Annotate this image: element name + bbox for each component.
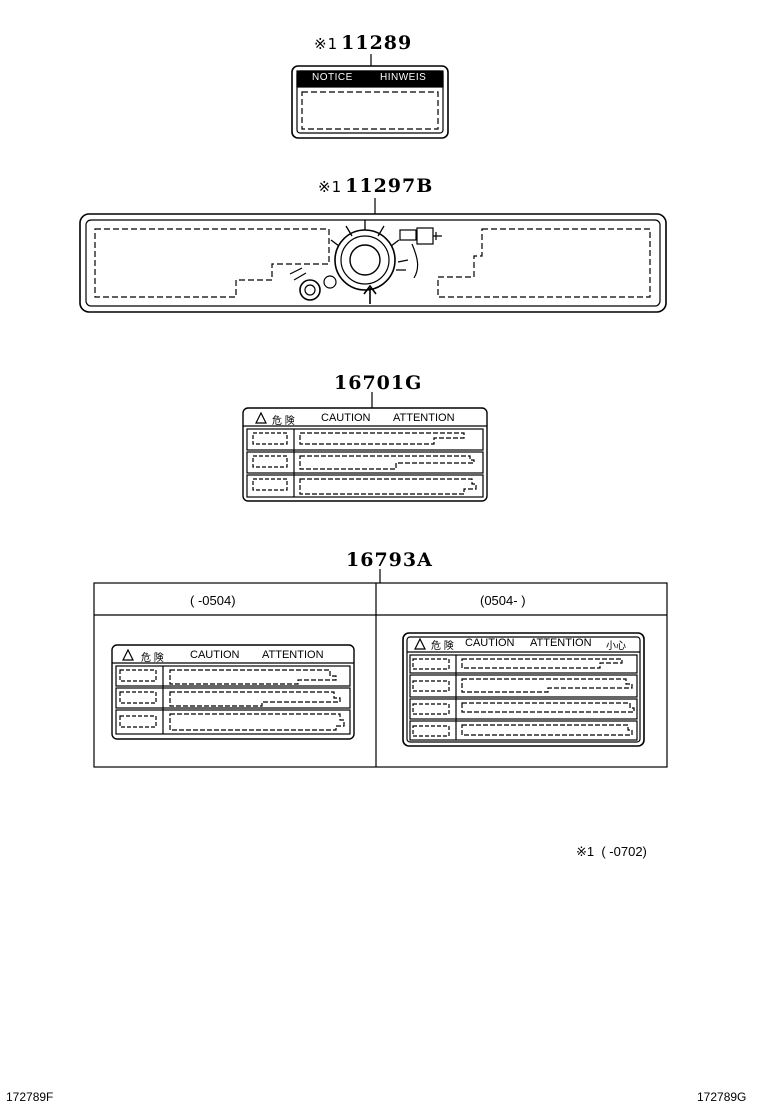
table-16793a bbox=[93, 569, 668, 768]
note-mark: ※1 bbox=[314, 35, 339, 53]
notice-label-left: NOTICE bbox=[312, 72, 353, 83]
attention-text: ATTENTION bbox=[530, 637, 592, 649]
part-number-text: 11289 bbox=[341, 32, 413, 54]
part-number-text: 11297B bbox=[345, 175, 434, 197]
attention-text: ATTENTION bbox=[393, 412, 455, 424]
column-header-right: (0504- ) bbox=[480, 593, 526, 608]
part-number-16701g: 16701G bbox=[334, 372, 422, 394]
notice-label-11289 bbox=[291, 54, 449, 139]
caution-text: CAUTION bbox=[321, 412, 371, 424]
caution-kanji: 危 険 bbox=[431, 641, 454, 652]
notice-label-right: HINWEIS bbox=[380, 72, 427, 83]
footnote: ※1 ( -0702) bbox=[576, 844, 647, 860]
caution-kanji: 危 険 bbox=[141, 653, 164, 664]
column-header-left: ( -0504) bbox=[190, 593, 236, 608]
drawing-code-right: 172789G bbox=[697, 1090, 747, 1104]
caution-kanji: 危 険 bbox=[272, 416, 295, 427]
part-number-text: 16793A bbox=[346, 549, 433, 571]
drawing-code-left: 172789F bbox=[6, 1090, 54, 1104]
caution-text: CAUTION bbox=[190, 649, 240, 661]
caution-text: CAUTION bbox=[465, 637, 515, 649]
caution-extra: 小心 bbox=[606, 641, 626, 652]
caution-label-right bbox=[402, 632, 645, 747]
caution-label-left bbox=[111, 644, 355, 740]
part-number-16793a: 16793A bbox=[346, 549, 433, 571]
wide-label-11297b bbox=[79, 198, 667, 313]
caution-label-16701g bbox=[242, 392, 488, 502]
footnote-range: ( -0702) bbox=[601, 844, 647, 859]
note-mark: ※1 bbox=[576, 844, 595, 859]
note-mark: ※1 bbox=[318, 178, 343, 196]
attention-text: ATTENTION bbox=[262, 649, 324, 661]
part-number-text: 16701G bbox=[334, 372, 423, 394]
